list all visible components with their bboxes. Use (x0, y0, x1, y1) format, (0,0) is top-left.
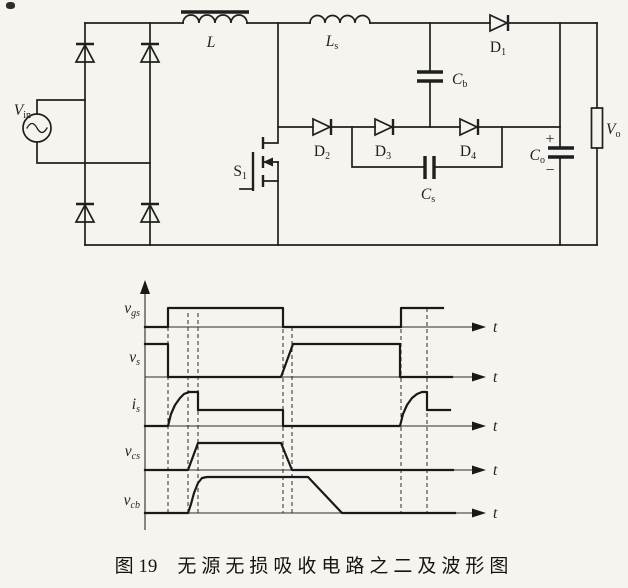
t-axis-arrow-icon-vcb (472, 508, 486, 518)
waveform-label-vgs: vgs (124, 300, 140, 319)
figure-title: 无源无损吸收电路之二及波形图 (177, 556, 514, 577)
diode-d3-icon (374, 117, 394, 137)
label-ls: Ls (325, 33, 339, 52)
label-s1: S1 (233, 163, 247, 182)
waveform-plot: t vgs t vs t is t vcs t vcb (124, 280, 498, 530)
mosfet-arrow-icon (263, 157, 273, 167)
figure-svg: Vin L Ls D1 Cb D2 D3 D4 Cs Co + − Vo S1 … (14, 10, 620, 530)
capacitor-co (548, 22, 574, 246)
capacitor-cb (417, 22, 443, 128)
label-l: L (206, 34, 216, 51)
t-label-vcb: t (493, 505, 498, 522)
bridge-diode-1-icon (74, 43, 96, 63)
waveform-trace-is (143, 390, 452, 428)
waveform-trace-vs (143, 342, 454, 379)
t-label-vcs: t (493, 462, 498, 479)
t-label-is: t (493, 418, 498, 435)
bridge-rectifier (74, 22, 161, 246)
label-cb: Cb (452, 71, 467, 90)
label-cs: Cs (421, 186, 435, 205)
t-axis-arrow-icon-is (472, 421, 486, 431)
top-rail (84, 10, 598, 33)
t-axis-arrow-icon-vs (472, 372, 486, 382)
waveform-trace-vcb (143, 475, 457, 515)
waveform-trace-vcs (143, 441, 455, 472)
t-axis-arrow-icon-vgs (472, 322, 486, 332)
label-co-plus: + (545, 131, 554, 148)
figure-caption: 图 19 无源无损吸收电路之二及波形图 (0, 551, 628, 578)
y-axis-arrow-icon (140, 280, 150, 294)
label-d4: D4 (460, 143, 476, 162)
inductor-l-coil (182, 14, 248, 24)
t-label-vgs: t (493, 319, 498, 336)
waveform-label-vcs: vcs (125, 443, 140, 462)
diode-d4-icon (459, 117, 479, 137)
bridge-diode-4-icon (139, 203, 161, 223)
load-vo (590, 22, 604, 246)
figure-number: 图 19 (114, 556, 158, 577)
waveform-label-is: is (132, 396, 140, 415)
load-resistor-icon (590, 107, 604, 149)
wire-drain (262, 22, 279, 144)
t-label-vs: t (493, 369, 498, 386)
label-d1: D1 (490, 39, 506, 58)
scan-speck (6, 2, 15, 9)
bridge-diode-3-icon (74, 203, 96, 223)
diode-d2-icon (312, 117, 332, 137)
label-vin: Vin (14, 102, 31, 121)
label-co: Co (530, 147, 545, 166)
bridge-diode-2-icon (139, 43, 161, 63)
label-d2: D2 (314, 143, 330, 162)
diode-d1-icon (489, 13, 509, 33)
inductor-ls-coil (309, 14, 371, 24)
waveform-label-vs: vs (129, 349, 140, 368)
label-co-minus: − (545, 162, 554, 179)
mosfet-s1 (239, 22, 279, 246)
waveform-trace-vgs (143, 306, 445, 329)
wire-source-bottom (36, 141, 151, 164)
snubber-diode-row (277, 117, 561, 137)
t-axis-arrow-icon-vcs (472, 465, 486, 475)
wire-source-top (36, 99, 86, 115)
wire-cs-left (351, 126, 424, 168)
circuit-schematic: Vin L Ls D1 Cb D2 D3 D4 Cs Co + − Vo S1 (14, 10, 620, 246)
input-source (22, 99, 151, 164)
label-vo: Vo (606, 121, 620, 140)
waveform-label-vcb: vcb (124, 492, 140, 511)
sine-icon (26, 122, 48, 134)
capacitor-cs (351, 126, 503, 179)
label-d3: D3 (375, 143, 391, 162)
wire-cs-right (435, 126, 503, 168)
